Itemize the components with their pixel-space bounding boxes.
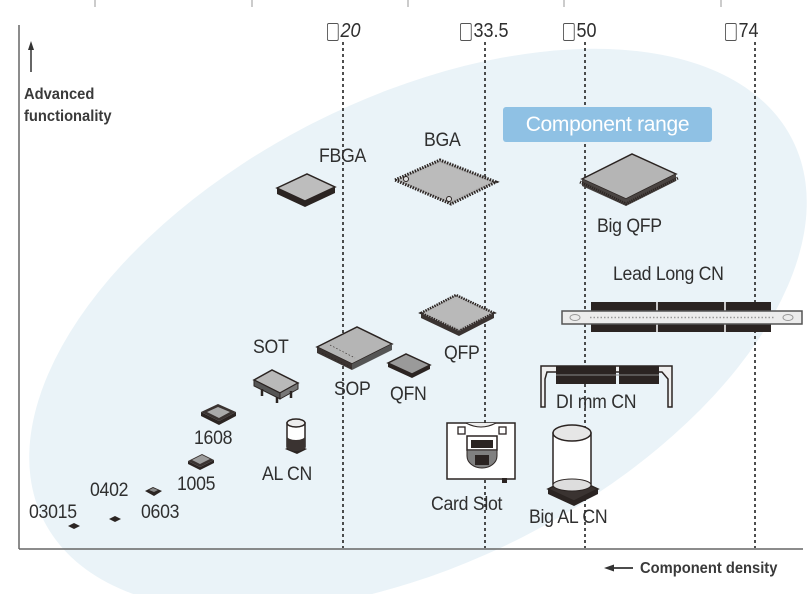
square-package-icon [460, 22, 472, 41]
y-axis-label-line-1: Advanced [24, 86, 95, 103]
density-marker-20: 20 [327, 20, 361, 43]
qfp-package-icon [418, 293, 497, 336]
sot-package-icon [252, 369, 300, 403]
fbga-package-icon [275, 173, 337, 207]
x-axis-label: Component density [640, 560, 778, 577]
label-sop: SOP [334, 379, 371, 400]
qfn-package-icon [386, 353, 432, 378]
aluminum-capacitor-large-icon [546, 424, 600, 506]
label-fbga: FBGA [319, 146, 366, 167]
label-1005: 1005 [177, 474, 216, 495]
card-slot-icon [446, 422, 516, 483]
y-axis-label: Advanced functionality [24, 84, 112, 128]
y-axis-label-line-2: functionality [24, 108, 112, 125]
dimm-connector-icon [540, 365, 673, 408]
left-arrow-icon [604, 564, 633, 572]
chip-03015-icon [68, 523, 80, 529]
square-package-icon [563, 22, 575, 41]
top-tick-marks [94, 0, 722, 7]
component-range-badge: Component range [503, 107, 712, 142]
label-big-qfp: Big QFP [597, 216, 662, 237]
aluminum-capacitor-small-icon [285, 418, 307, 454]
label-dimm-cn: DI mm CN [556, 392, 637, 413]
label-sot: SOT [253, 337, 289, 358]
square-package-icon [725, 22, 737, 41]
chip-0402-icon [109, 516, 121, 522]
label-al-cn: AL CN [262, 464, 313, 485]
label-03015: 03015 [29, 502, 77, 523]
long-connector-icon [561, 302, 803, 332]
label-1608: 1608 [194, 428, 233, 449]
chip-0603-icon [145, 487, 162, 496]
chip-1608-icon [201, 404, 236, 425]
label-bga: BGA [424, 130, 461, 151]
label-0402: 0402 [90, 480, 129, 501]
chip-1005-icon [188, 454, 214, 470]
bga-package-icon [391, 158, 500, 206]
label-lead-long-cn: Lead Long CN [613, 264, 724, 285]
label-card-slot: Card Slot [431, 494, 503, 515]
label-qfn: QFN [390, 384, 427, 405]
square-package-icon [327, 22, 339, 41]
up-arrow-icon [28, 41, 34, 72]
sop-package-icon [315, 326, 394, 370]
label-qfp: QFP [444, 343, 480, 364]
big-qfp-package-icon [579, 153, 679, 206]
density-marker-33.5: 33.5 [460, 20, 509, 43]
label-big-al-cn: Big AL CN [529, 507, 608, 528]
density-marker-50: 50 [563, 20, 597, 43]
label-0603: 0603 [141, 502, 180, 523]
density-marker-74: 74 [725, 20, 759, 43]
